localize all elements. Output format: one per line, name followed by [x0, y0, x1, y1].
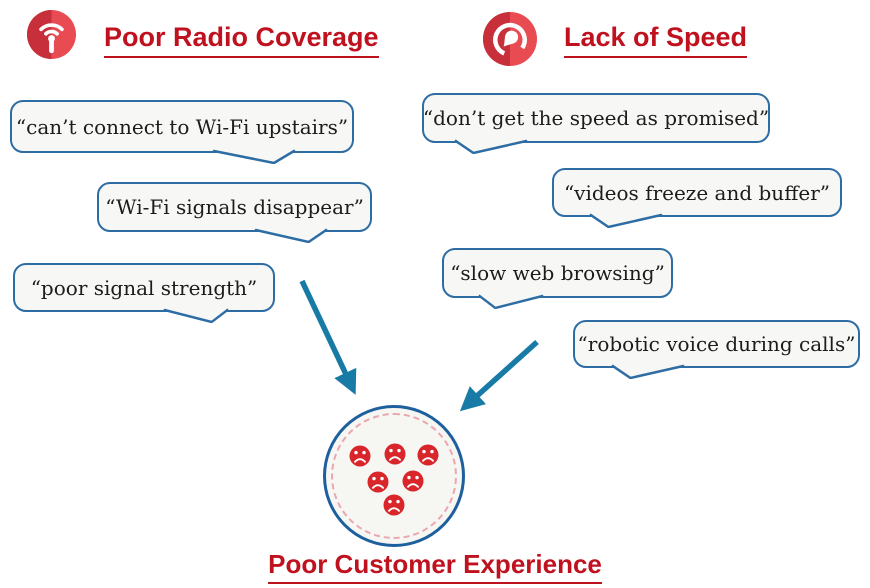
speedometer-icon [483, 12, 537, 66]
quote-bubble-robotic-voice: “robotic voice during calls” [573, 320, 860, 379]
quote-text: “can’t connect to Wi-Fi upstairs” [15, 114, 349, 139]
lack-of-speed-title: Lack of Speed [564, 22, 748, 58]
sad-faces-group [348, 442, 440, 517]
radio-coverage-title: Poor Radio Coverage [104, 22, 379, 58]
sad-face-icon [401, 469, 425, 493]
bubble-tail [454, 134, 528, 154]
dashed-ring [331, 413, 457, 539]
quote-text: “slow web browsing” [450, 261, 665, 285]
quote-bubble-videos-freeze: “videos freeze and buffer” [552, 168, 842, 228]
quote-text: “poor signal strength” [30, 275, 258, 300]
quote-bubble-wifi-upstairs: “can’t connect to Wi-Fi upstairs” [10, 100, 354, 164]
sad-face-icon [366, 470, 390, 494]
radio-antenna-icon [27, 10, 76, 59]
quote-text: “robotic voice during calls” [577, 332, 856, 356]
quote-bubble-signals-disappear: “Wi-Fi signals disappear” [97, 182, 372, 243]
quote-text: “don’t get the speed as promised” [422, 106, 770, 130]
sad-face-icon [383, 442, 407, 466]
sad-face-icon [382, 493, 406, 517]
poor-customer-experience-title: Poor Customer Experience [0, 549, 870, 584]
arrow-left-to-circle [299, 279, 357, 395]
bubble-tail [254, 223, 328, 243]
customer-experience-circle [323, 405, 465, 547]
bubble-tail [478, 289, 544, 309]
arrow-right-to-circle [459, 339, 539, 412]
bubble-tail [163, 303, 229, 323]
bubble-tail [589, 208, 663, 228]
quote-text: “Wi-Fi signals disappear” [105, 195, 364, 219]
sad-face-icon [416, 443, 440, 467]
bubble-tail [212, 144, 296, 164]
sad-face-icon [348, 444, 372, 468]
quote-bubble-slow-browsing: “slow web browsing” [442, 248, 673, 309]
quote-text: “videos freeze and buffer” [563, 180, 831, 205]
bubble-tail [611, 359, 685, 379]
quote-bubble-signal-strength: “poor signal strength” [13, 263, 275, 323]
quote-bubble-speed-promised: “don’t get the speed as promised” [422, 93, 770, 154]
